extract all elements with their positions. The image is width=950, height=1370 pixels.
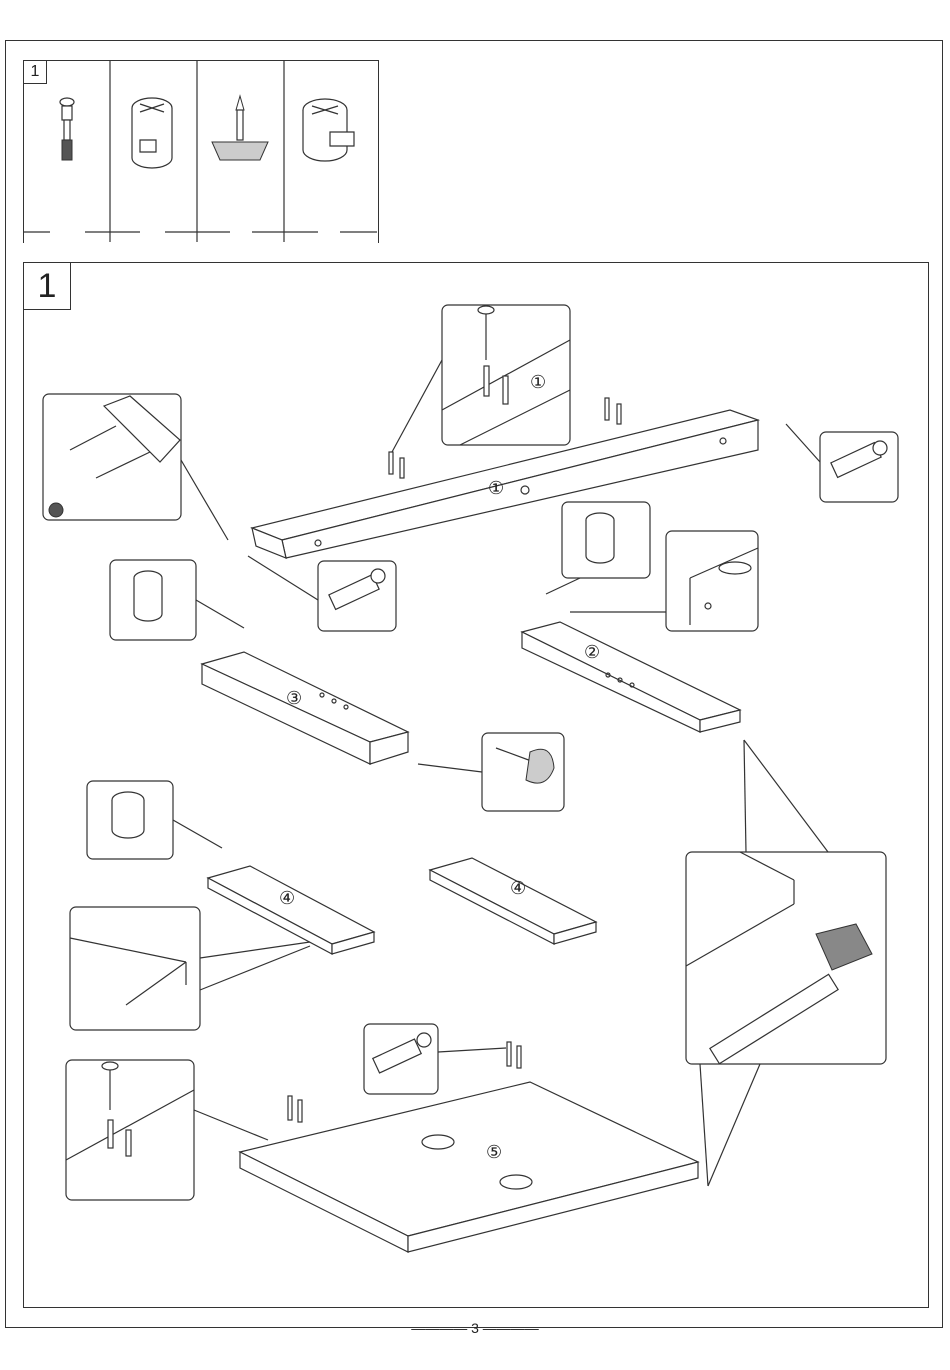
nail-glide-icon — [212, 96, 268, 160]
cam-lock-large-icon — [303, 99, 354, 161]
board-3: ③ — [202, 652, 408, 764]
callout-bolt-base — [364, 1024, 506, 1094]
board-label-5: ⑤ — [486, 1142, 502, 1162]
board-2: ② — [522, 622, 740, 732]
callout-base-dowel — [66, 1060, 268, 1200]
cam-bolt-icon — [60, 98, 74, 160]
board-label-4a: ④ — [279, 888, 295, 908]
callout-bolt-left — [248, 556, 396, 631]
page-number-text: 3 — [471, 1320, 479, 1336]
footer-rule-right: ———— — [483, 1320, 539, 1336]
board-4b: ④ — [430, 858, 596, 944]
board-5: ⑤ — [240, 1042, 698, 1252]
callout-label: ① — [530, 372, 546, 392]
callout-dowel-detail: ① — [392, 305, 570, 452]
callout-hammer — [686, 740, 886, 1186]
callout-end-detail — [43, 394, 228, 540]
callout-camlock-board4 — [87, 781, 222, 859]
callout-bolt-right — [786, 424, 898, 502]
callout-camlock-board3 — [110, 560, 244, 640]
board-label-3: ③ — [286, 688, 302, 708]
board-label-2: ② — [584, 642, 600, 662]
page-number: ———— 3 ———— — [0, 1318, 950, 1338]
board-label-1: ① — [488, 478, 504, 498]
cam-lock-icon — [132, 98, 172, 168]
footer-rule-left: ———— — [411, 1320, 467, 1336]
callout-board4-detail — [70, 907, 310, 1030]
callout-nail-glide — [418, 733, 564, 811]
callout-camlock-board2 — [546, 502, 650, 594]
board-4a: ④ — [208, 866, 374, 954]
board-label-4b: ④ — [510, 878, 526, 898]
